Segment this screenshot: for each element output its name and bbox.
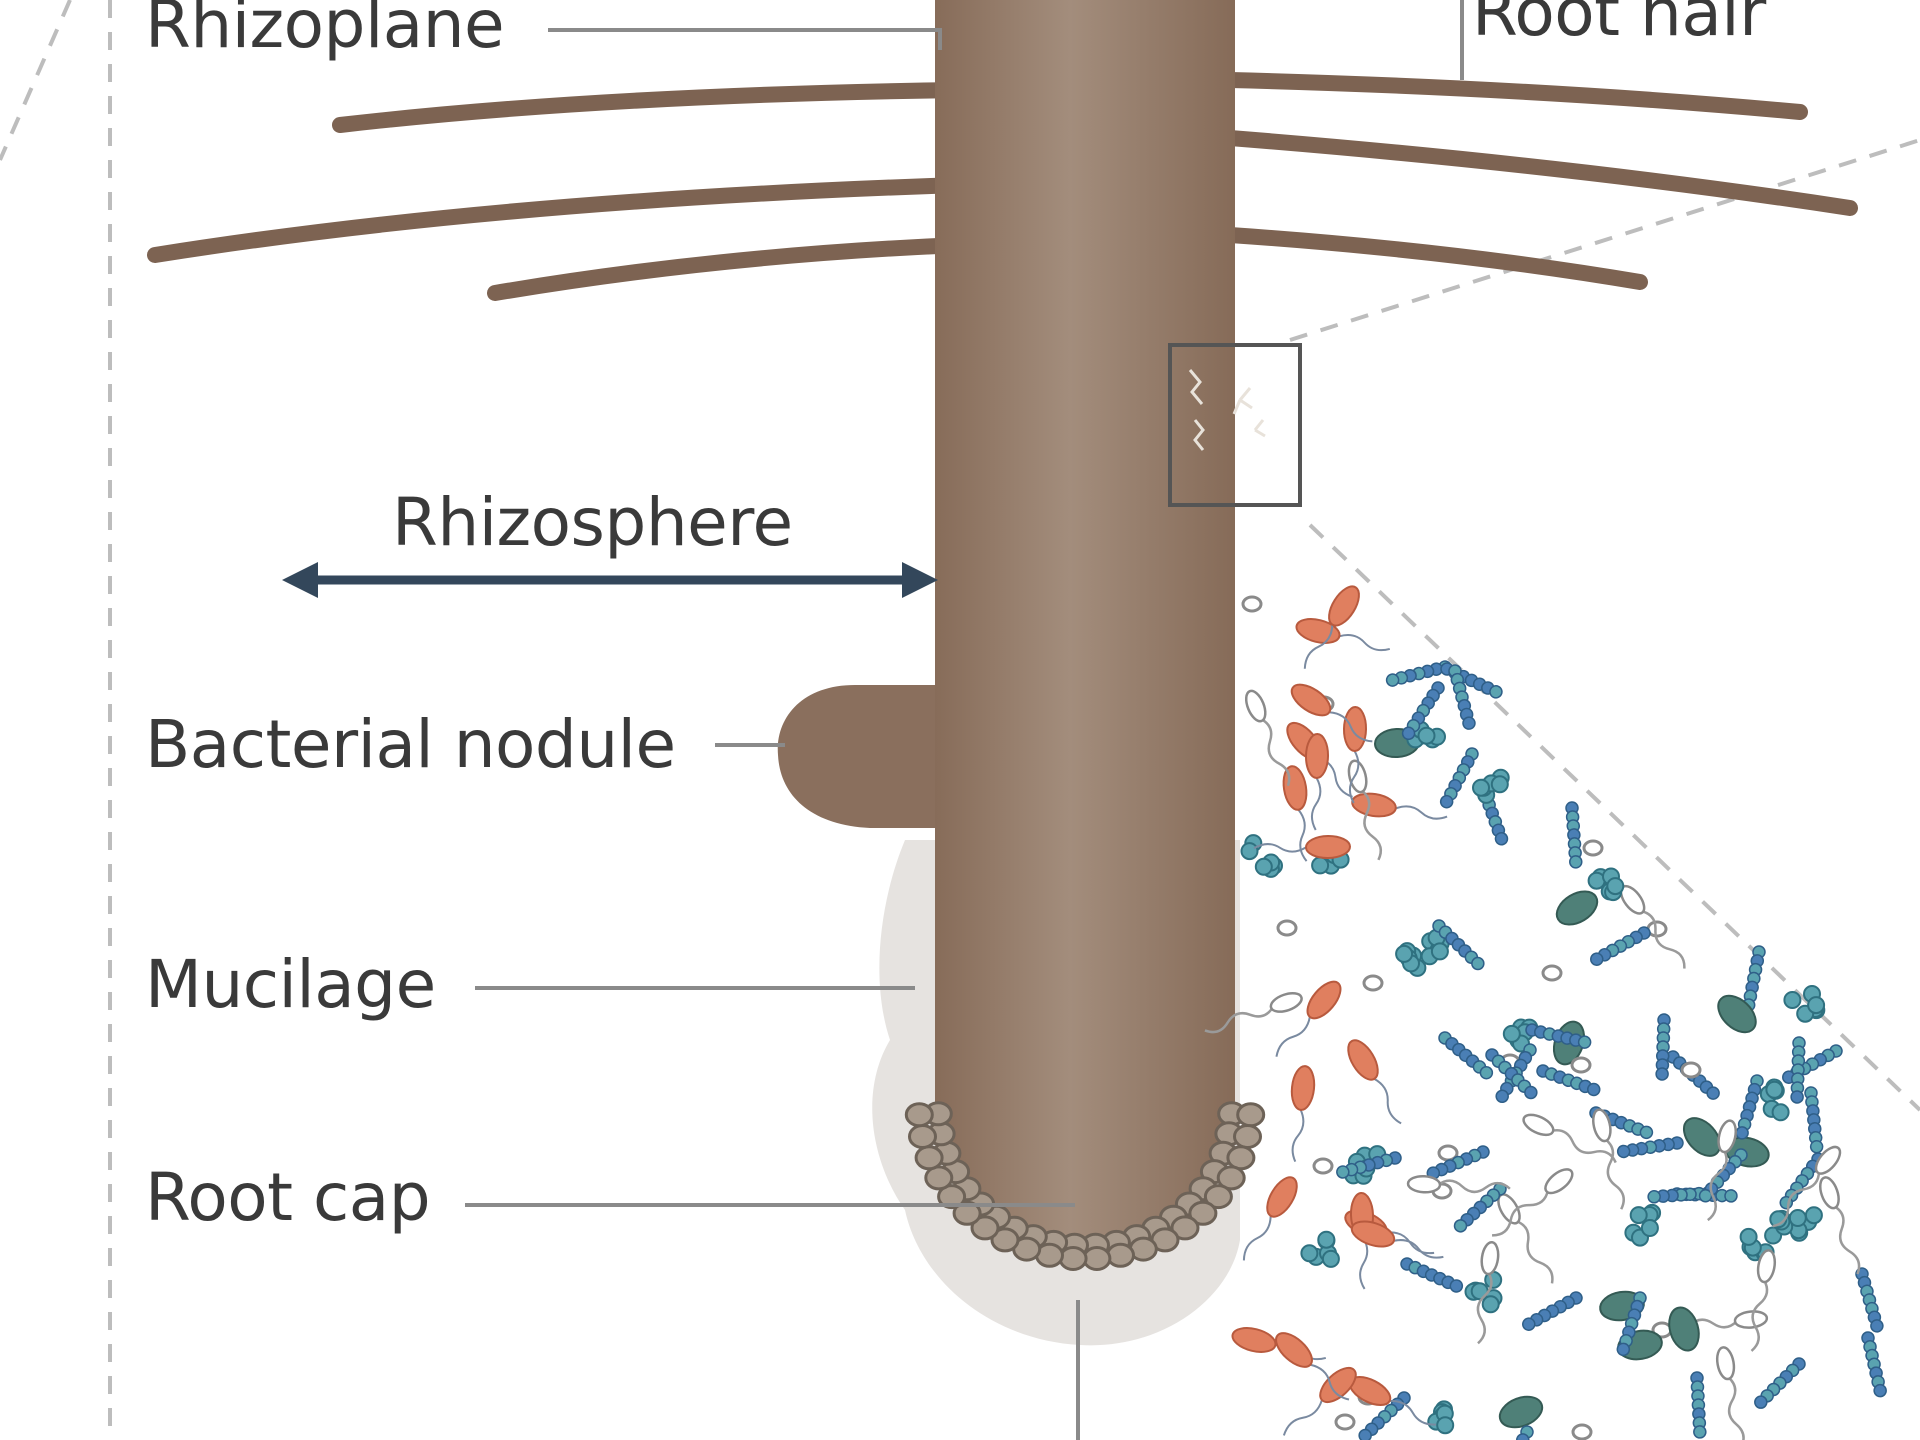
spore: [1648, 922, 1666, 936]
bacterium-flagellate: [1715, 1346, 1748, 1440]
root-cap-label: Root cap: [145, 1165, 430, 1231]
bacterium-cluster: [1784, 986, 1824, 1022]
bacterium-chain: [1535, 1063, 1601, 1097]
root-cap-cell: [1235, 1126, 1261, 1148]
bacterium-chain: [1735, 1074, 1765, 1141]
bacterium-cluster: [1242, 835, 1283, 877]
bacterium-chain: [1439, 746, 1481, 810]
spore: [1364, 976, 1382, 990]
root-cap-cell: [906, 1104, 932, 1126]
bacterium-teal: [1664, 1304, 1703, 1354]
bacterium-cluster: [1466, 1272, 1502, 1312]
bacterium-chain: [1781, 1043, 1845, 1085]
bacterium-chain: [1656, 1014, 1670, 1080]
bacterium-chain: [1425, 1144, 1490, 1181]
bacterium-cluster: [1428, 1401, 1453, 1433]
root-cap-cell: [1238, 1104, 1264, 1126]
bacterium-cluster: [1473, 770, 1509, 803]
bacterium-orange: [1349, 1217, 1447, 1268]
bacterium-chain: [1861, 1331, 1888, 1398]
bacterium-chain: [1804, 1086, 1823, 1153]
bacterium-orange: [1284, 1065, 1316, 1163]
bacterium-chain: [1566, 802, 1583, 869]
spore: [1682, 1063, 1700, 1077]
spore: [1584, 841, 1602, 855]
root-cap-cell: [1084, 1248, 1110, 1270]
bacterium-flagellate: [1817, 1175, 1865, 1277]
root-body: [935, 0, 1235, 1245]
bacterial-nodule-shape: [778, 685, 960, 828]
mucilage-label: Mucilage: [145, 952, 436, 1018]
bacterium-chain: [1855, 1267, 1885, 1334]
spore: [1243, 597, 1261, 611]
bacterium-chain: [1521, 1290, 1585, 1332]
bacterium-orange: [1342, 1035, 1410, 1129]
bacterium-cluster: [1761, 1080, 1789, 1121]
bacterium-chain: [1752, 1356, 1807, 1411]
root-cap-cell: [910, 1126, 936, 1148]
bacterium-cluster: [1396, 943, 1425, 976]
spore: [1336, 1415, 1354, 1429]
bacterium-cluster: [1625, 1205, 1660, 1246]
bacterium-chain: [1589, 925, 1653, 967]
spore: [1314, 1159, 1332, 1173]
spore: [1572, 1058, 1590, 1072]
spore: [1573, 1425, 1591, 1439]
bacterium-chain: [1439, 661, 1504, 700]
bacterium-teal: [1551, 885, 1603, 932]
root-cap-cell: [1060, 1248, 1086, 1270]
root-hair-label: Root hair: [1472, 0, 1766, 46]
bacterium-flagellate: [1744, 1249, 1777, 1352]
bacterium-chain: [1399, 1256, 1464, 1294]
bacterium-orange: [1268, 976, 1347, 1064]
root-cap-cell: [916, 1147, 942, 1169]
bacterium-orange: [1305, 734, 1329, 830]
bacterium-teal: [1495, 1391, 1546, 1433]
bacterial-nodule-label: Bacterial nodule: [145, 712, 676, 778]
spore: [1543, 966, 1561, 980]
rhizoplane-label: Rhizoplane: [145, 0, 504, 58]
rhizosphere-label: Rhizosphere: [392, 490, 793, 556]
root-cap-cell: [1108, 1244, 1134, 1266]
bacterium-chain: [1791, 1037, 1805, 1103]
bacterium-cluster: [1301, 1232, 1339, 1267]
bacterium-orange: [1234, 1172, 1302, 1266]
bacterium-chain: [1691, 1372, 1706, 1439]
spore: [1278, 921, 1296, 935]
bacterium-chain: [1617, 1136, 1684, 1158]
bacteria-community: [1202, 582, 1887, 1440]
bacterium-flagellate: [1242, 688, 1295, 789]
